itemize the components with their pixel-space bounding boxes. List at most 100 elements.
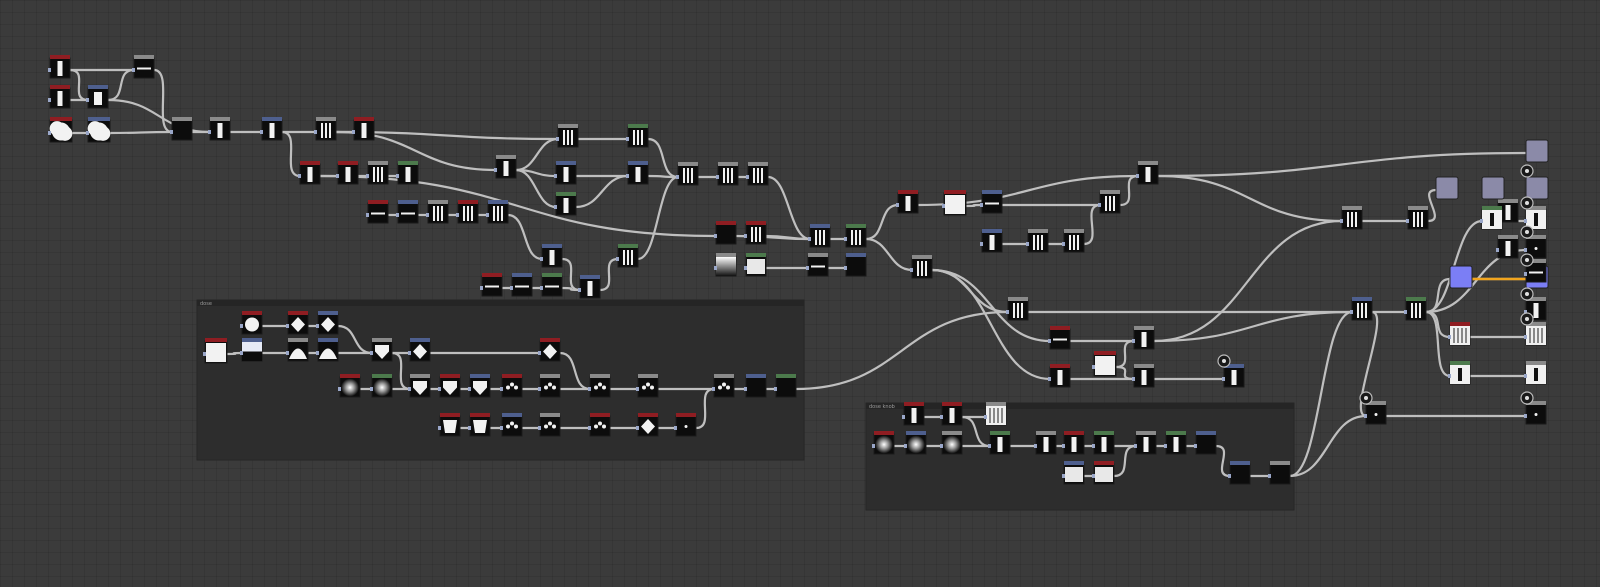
node-n128[interactable]	[1268, 461, 1291, 485]
node-n024[interactable]	[494, 155, 517, 179]
node-input-socket[interactable]	[540, 286, 543, 290]
node-input-socket[interactable]	[1524, 219, 1527, 223]
node-input-socket[interactable]	[984, 415, 987, 419]
node-n054[interactable]	[1048, 326, 1071, 350]
node-input-socket[interactable]	[1136, 174, 1139, 178]
node-n094[interactable]	[370, 374, 393, 398]
node-input-socket[interactable]	[1350, 310, 1353, 314]
node-n068[interactable]	[1435, 176, 1459, 200]
node-n111[interactable]	[674, 413, 697, 437]
node-input-socket[interactable]	[674, 426, 677, 430]
node-input-socket[interactable]	[1228, 474, 1231, 478]
node-n117[interactable]	[940, 431, 963, 455]
node-n103[interactable]	[744, 374, 767, 398]
node-n126[interactable]	[1092, 461, 1115, 485]
node-input-socket[interactable]	[588, 426, 591, 430]
output-badge-icon[interactable]	[1520, 196, 1534, 210]
node-input-socket[interactable]	[438, 387, 441, 391]
node-n110[interactable]	[636, 413, 659, 437]
node-n039[interactable]	[744, 253, 767, 277]
node-input-socket[interactable]	[1048, 339, 1051, 343]
node-n062[interactable]	[1340, 206, 1363, 230]
node-input-socket[interactable]	[744, 234, 747, 238]
output-badge-icon[interactable]	[1359, 391, 1373, 405]
node-input-socket[interactable]	[1480, 219, 1483, 223]
node-input-socket[interactable]	[132, 68, 135, 72]
node-n101[interactable]	[636, 374, 659, 398]
node-n022[interactable]	[510, 273, 533, 297]
node-n021[interactable]	[480, 273, 503, 297]
node-n091[interactable]	[408, 338, 431, 362]
node-input-socket[interactable]	[468, 387, 471, 391]
node-n056[interactable]	[1048, 364, 1071, 388]
node-input-socket[interactable]	[940, 444, 943, 448]
node-input-socket[interactable]	[1062, 474, 1065, 478]
node-input-socket[interactable]	[396, 213, 399, 217]
node-n071[interactable]	[1480, 206, 1503, 230]
output-badge-icon[interactable]	[1520, 312, 1534, 326]
node-n044[interactable]	[910, 255, 933, 279]
node-n082[interactable]	[1524, 259, 1547, 283]
node-input-socket[interactable]	[1092, 365, 1095, 369]
node-n127[interactable]	[1228, 461, 1251, 485]
node-input-socket[interactable]	[86, 131, 89, 135]
node-n107[interactable]	[500, 413, 523, 437]
node-input-socket[interactable]	[538, 387, 541, 391]
node-n042[interactable]	[806, 253, 829, 277]
node-n001[interactable]	[48, 55, 71, 79]
node-n098[interactable]	[500, 374, 523, 398]
node-n125[interactable]	[1062, 461, 1085, 485]
node-input-socket[interactable]	[1222, 377, 1225, 381]
node-n074[interactable]	[1449, 265, 1473, 289]
node-input-socket[interactable]	[896, 203, 899, 207]
node-input-socket[interactable]	[910, 268, 913, 272]
node-n031[interactable]	[578, 275, 601, 299]
node-input-socket[interactable]	[48, 98, 51, 102]
node-input-socket[interactable]	[1034, 444, 1037, 448]
node-input-socket[interactable]	[714, 266, 717, 270]
node-input-socket[interactable]	[286, 324, 289, 328]
node-input-socket[interactable]	[240, 351, 243, 355]
node-n035[interactable]	[616, 244, 639, 268]
node-input-socket[interactable]	[1524, 414, 1527, 418]
node-n116[interactable]	[904, 431, 927, 455]
node-n120[interactable]	[1062, 431, 1085, 455]
node-input-socket[interactable]	[578, 288, 581, 292]
node-input-socket[interactable]	[588, 387, 591, 391]
node-input-socket[interactable]	[338, 387, 341, 391]
node-input-socket[interactable]	[806, 266, 809, 270]
node-input-socket[interactable]	[988, 444, 991, 448]
node-input-socket[interactable]	[352, 130, 355, 134]
node-input-socket[interactable]	[208, 130, 211, 134]
node-n106[interactable]	[468, 413, 491, 437]
node-input-socket[interactable]	[486, 213, 489, 217]
output-badge-icon[interactable]	[1520, 287, 1534, 301]
node-n014[interactable]	[366, 161, 389, 185]
node-n061[interactable]	[1404, 297, 1427, 321]
node-n080[interactable]	[1524, 361, 1547, 385]
node-input-socket[interactable]	[538, 351, 541, 355]
node-input-socket[interactable]	[370, 351, 373, 355]
node-n025[interactable]	[554, 161, 577, 185]
node-n011[interactable]	[352, 117, 375, 141]
node-input-socket[interactable]	[468, 426, 471, 430]
node-input-socket[interactable]	[716, 175, 719, 179]
node-input-socket[interactable]	[203, 352, 206, 356]
node-n015[interactable]	[396, 161, 419, 185]
node-input-socket[interactable]	[366, 174, 369, 178]
node-n060[interactable]	[1350, 297, 1373, 321]
node-n023[interactable]	[540, 273, 563, 297]
node-input-socket[interactable]	[1062, 242, 1065, 246]
node-input-socket[interactable]	[1406, 219, 1409, 223]
node-n085[interactable]	[316, 311, 339, 335]
node-input-socket[interactable]	[844, 237, 847, 241]
node-n119[interactable]	[1034, 431, 1057, 455]
node-input-socket[interactable]	[298, 174, 301, 178]
node-n034[interactable]	[746, 162, 769, 186]
node-n100[interactable]	[588, 374, 611, 398]
node-n017[interactable]	[396, 200, 419, 224]
node-input-socket[interactable]	[746, 175, 749, 179]
node-n037[interactable]	[744, 221, 767, 245]
